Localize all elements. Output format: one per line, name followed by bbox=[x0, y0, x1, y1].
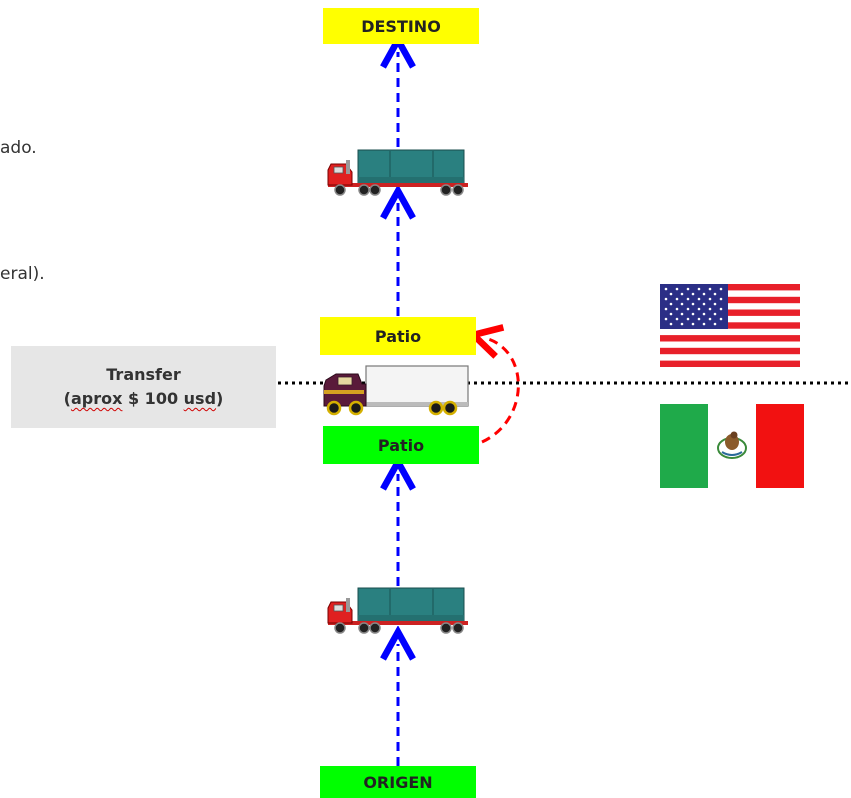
truck-icon-top bbox=[327, 149, 469, 196]
transfer-cost: (aprox $ 100 usd) bbox=[63, 389, 224, 408]
text-fragment-2: eral). bbox=[0, 264, 45, 284]
destino-label: DESTINO bbox=[361, 16, 441, 36]
mexico-flag bbox=[660, 404, 804, 488]
text-fragment-1: ado. bbox=[0, 138, 37, 158]
patio-mx-box: Patio bbox=[323, 426, 479, 464]
destino-box: DESTINO bbox=[323, 8, 479, 44]
transfer-truck-icon bbox=[323, 365, 469, 416]
transfer-title: Transfer bbox=[106, 365, 181, 384]
transfer-aprox-word: aprox bbox=[70, 389, 123, 408]
origen-label: ORIGEN bbox=[363, 772, 433, 792]
origen-box: ORIGEN bbox=[320, 766, 476, 798]
coat-of-arms-icon bbox=[717, 431, 747, 459]
patio-mx-label: Patio bbox=[377, 435, 425, 455]
patio-us-label: Patio bbox=[374, 326, 422, 346]
truck-icon-bottom bbox=[327, 587, 469, 634]
transfer-note: Transfer (aprox $ 100 usd) bbox=[11, 346, 276, 428]
patio-us-box: Patio bbox=[320, 317, 476, 355]
usa-flag bbox=[660, 284, 800, 367]
transfer-arrow bbox=[482, 338, 520, 444]
transfer-unit-word: usd bbox=[183, 389, 217, 408]
